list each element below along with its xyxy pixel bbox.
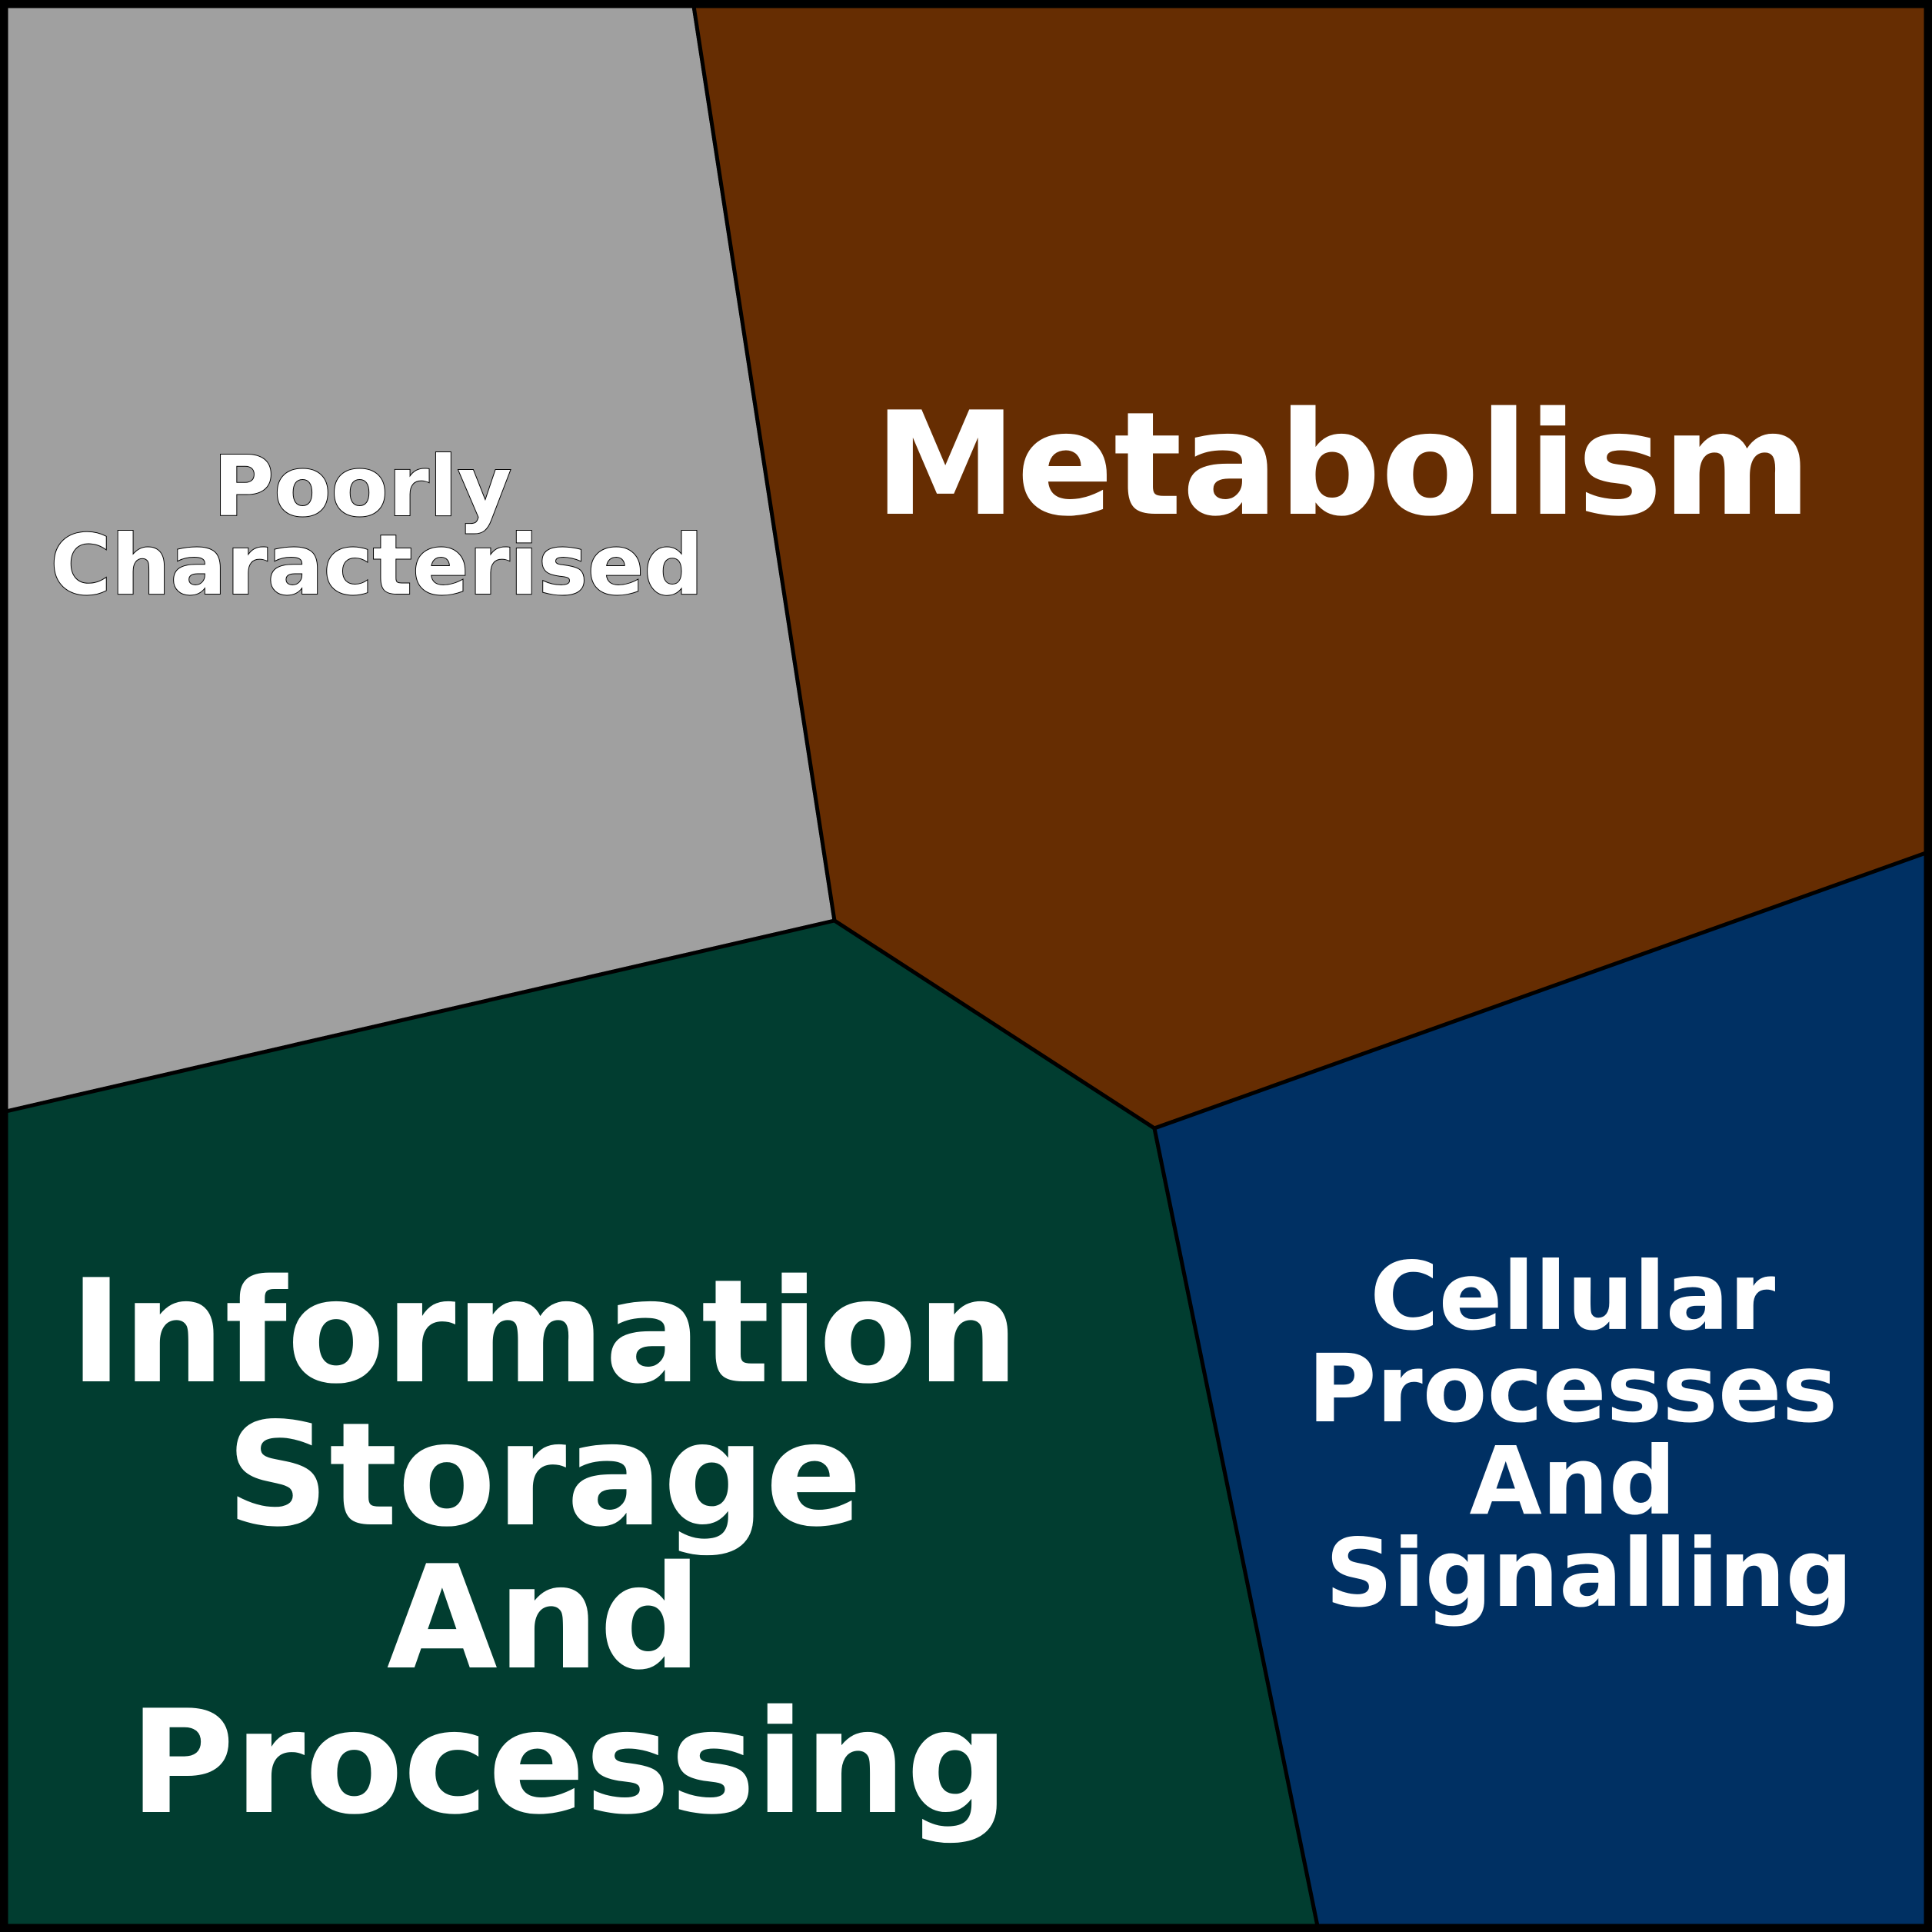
- label-metabolism: Metabolism: [874, 381, 1812, 548]
- label-cellular-processes: Cellular Processes And Signalling: [1307, 1242, 1870, 1628]
- label-poorly-characterised: Poorly Characterised: [50, 439, 703, 614]
- label-information-storage: Information Storage And Processing: [69, 1248, 1068, 1846]
